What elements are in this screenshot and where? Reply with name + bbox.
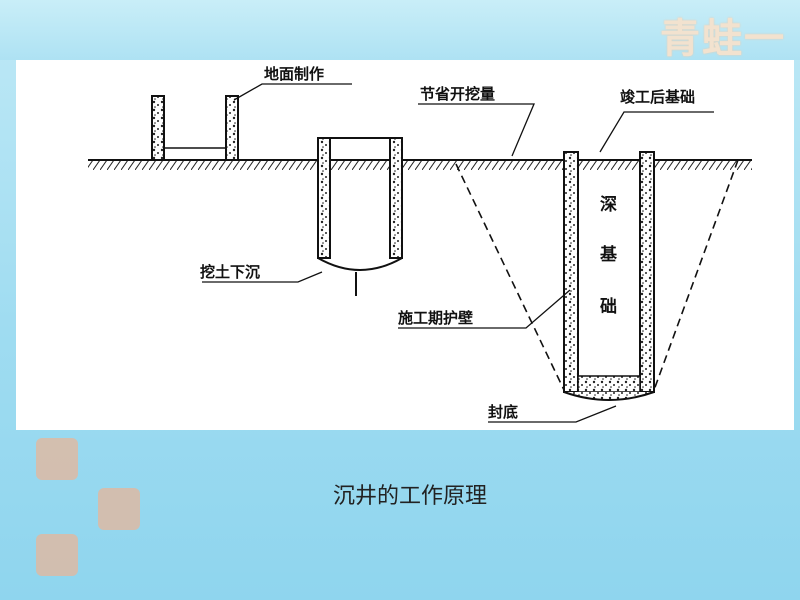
slide-caption: 沉井的工作原理 [332,484,487,509]
top-decor-band [0,0,800,60]
caisson-sinking [317,137,403,296]
label-completed-foundation: 竣工后基础 [620,88,695,106]
label-deep-foundation-char-3: 础 [600,297,617,317]
label-save-excavation: 节省开挖量 [420,85,495,103]
leader-lines [202,83,714,423]
caisson-diagram: 地面制作 挖土下沉 节省开挖量 竣工后基础 施工期护壁 封底 深 基 础 [88,65,752,423]
label-excavate-sink: 挖土下沉 [200,263,260,281]
decor-tile [98,488,140,530]
decor-tile [36,438,78,480]
label-construction-wall: 施工期护壁 [398,309,473,327]
label-deep-foundation-char-2: 基 [599,244,618,265]
label-ground-fabrication: 地面制作 [264,65,324,83]
brand-logo-text: 青蛙一 [660,15,786,62]
label-deep-foundation-char-1: 深 [600,194,617,215]
excavation-slope-lines [455,159,739,391]
diagram-panel: 地面制作 挖土下沉 节省开挖量 竣工后基础 施工期护壁 封底 深 基 础 [16,60,794,430]
decor-tile [36,534,78,576]
label-bottom-seal: 封底 [488,403,518,421]
deep-foundation-caisson [563,151,655,401]
caisson-ground-fabrication [151,95,239,161]
